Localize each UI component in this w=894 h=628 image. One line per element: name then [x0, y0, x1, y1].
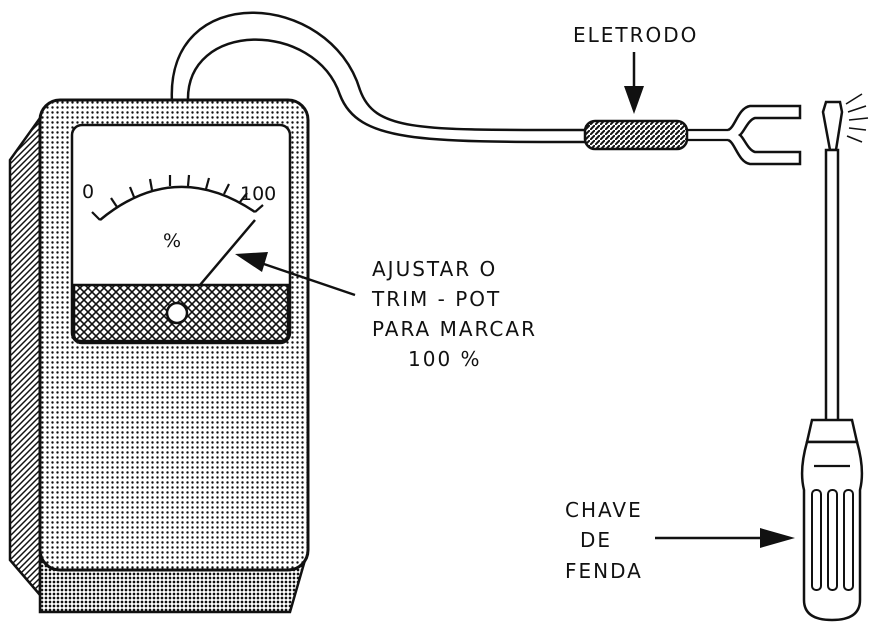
adjust-label-line1: AJUSTAR O [372, 257, 497, 281]
screwdriver-label: CHAVE DE FENDA [565, 498, 643, 583]
meter-needle [199, 219, 256, 286]
adjust-trimpot-label: AJUSTAR O TRIM - POT PARA MARCAR 100 % [371, 257, 537, 371]
meter-cable [170, 11, 586, 144]
screwdriver-arrow [655, 528, 795, 548]
scale-ticks [91, 174, 264, 221]
adjust-label-line4: 100 % [408, 347, 482, 371]
electrode [583, 104, 802, 166]
electrode-label: ELETRODO [573, 23, 698, 47]
screwdriver-label-line1: CHAVE [565, 498, 643, 522]
meter-dial: 0 100 % [70, 123, 292, 345]
screwdriver [800, 93, 869, 622]
unit-label: % [163, 230, 181, 252]
electrode-arrow [624, 52, 644, 114]
screwdriver-label-line2: DE [580, 528, 612, 552]
scale-max-label: 100 [240, 183, 276, 205]
scale-min-label: 0 [82, 181, 94, 203]
needle-pivot [165, 301, 189, 325]
adjust-label-line3: PARA MARCAR [372, 317, 537, 341]
adjust-arrow [235, 252, 356, 297]
screwdriver-label-line3: FENDA [565, 559, 643, 583]
adjust-label-line2: TRIM - POT [371, 287, 501, 311]
